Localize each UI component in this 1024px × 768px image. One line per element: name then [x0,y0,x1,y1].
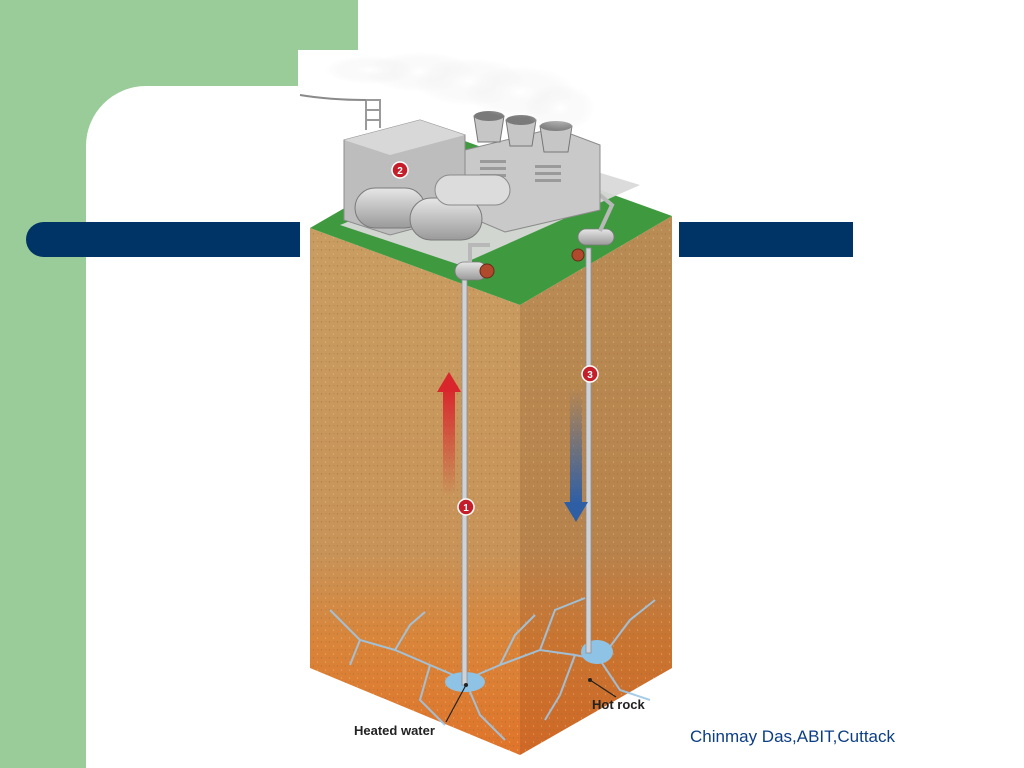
marker-1-label: 1 [463,503,469,514]
marker-1: 1 [457,498,475,516]
soil-block [310,140,672,755]
marker-3-label: 3 [587,370,593,381]
hot-rock-label: Hot rock [592,697,645,712]
plant-turbine-cylinders [354,174,511,241]
marker-2: 2 [391,161,409,179]
surface-pipes [454,193,615,281]
hot-water-arrow [437,372,461,496]
label-leaders [445,679,617,723]
steam-plume [325,52,595,132]
footer-credit: Chinmay Das,ABIT,Cuttack [690,727,896,746]
injection-well [585,247,592,654]
marker-2-label: 2 [397,166,403,177]
navy-bar-left [26,222,300,257]
geothermal-plant-diagram: 1 2 3 [299,52,672,755]
production-well [461,274,468,686]
navy-bar-right [679,222,853,257]
marker-3: 3 [581,365,599,383]
transmission-line [299,94,367,101]
plant-railing [365,99,381,130]
power-plant [299,94,601,241]
plant-cooling-towers [473,111,573,153]
cold-water-arrow [564,388,588,522]
heated-water-label: Heated water [354,723,435,738]
